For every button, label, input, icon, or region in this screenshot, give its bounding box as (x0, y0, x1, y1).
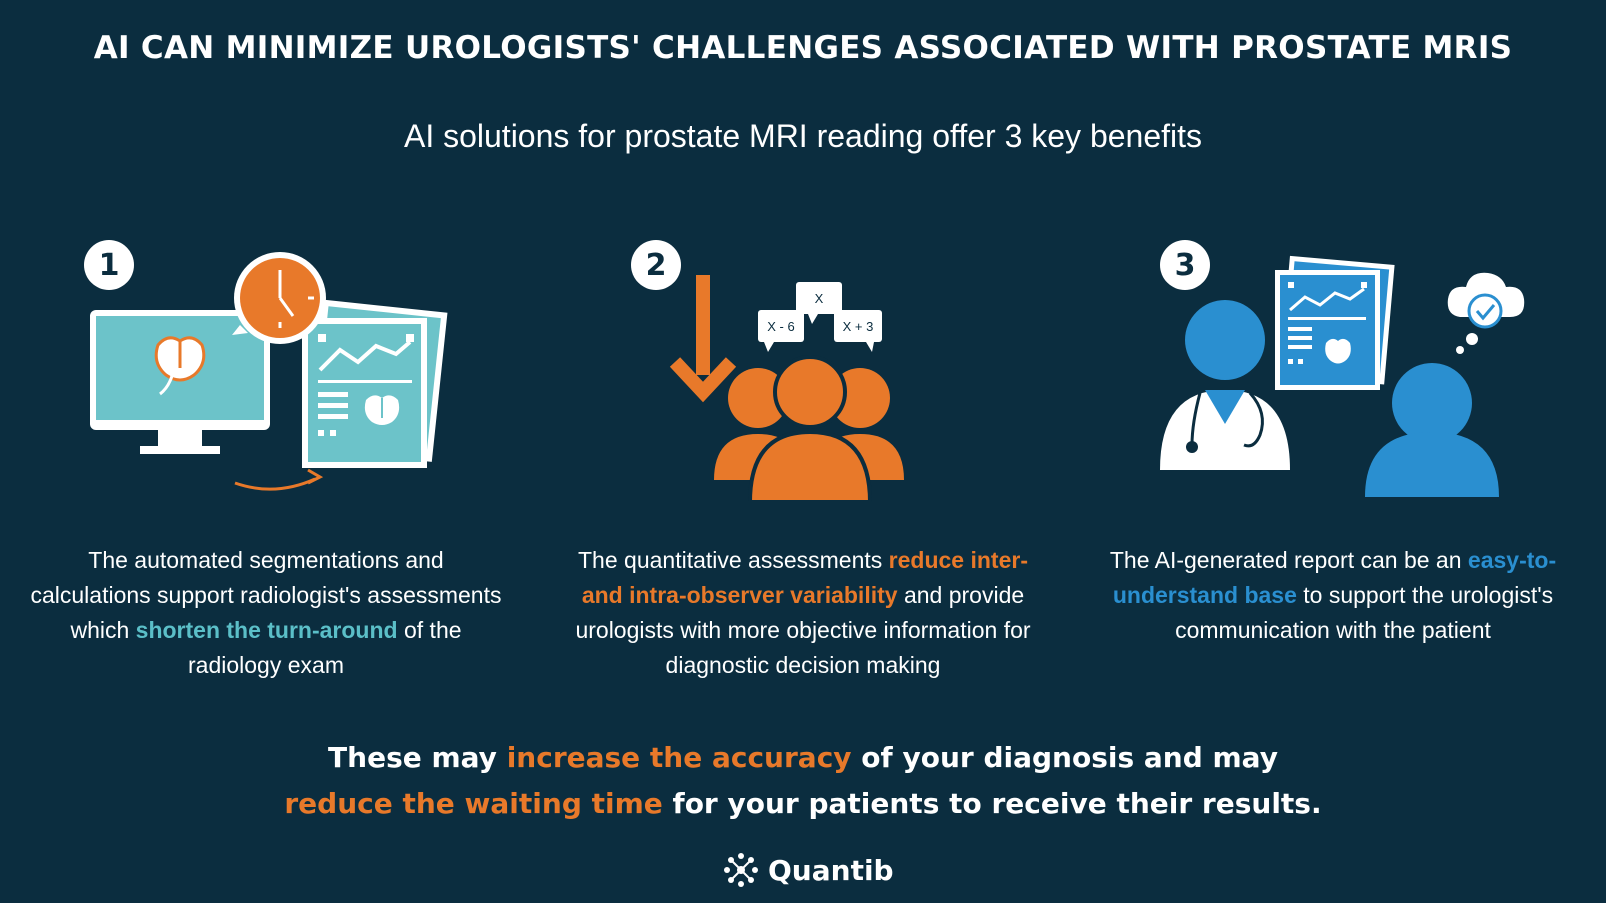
quantib-logo-icon (724, 853, 758, 887)
page-subtitle: AI solutions for prostate MRI reading of… (403, 118, 1203, 154)
benefit-2-highlight: reduce inter- and intra-observer variabi… (581, 547, 1028, 608)
benefit-2-text: The quantitative assessments reduce inte… (575, 547, 1031, 678)
benefit-3-text: The AI-generated report can be an easy-t… (1109, 547, 1557, 643)
benefit-1-text: The automated segmentations and calculat… (30, 547, 502, 678)
bubble-left: X - 6 (767, 319, 794, 334)
bubble-center: X (815, 291, 824, 306)
page-title: AI CAN MINIMIZE UROLOGISTS' CHALLENGES A… (93, 30, 1513, 66)
group-opinions-illustration: X X - 6 X + 3 (669, 275, 904, 504)
conclusion-highlight-accuracy: increase the accuracy (506, 741, 852, 774)
conclusion-highlight-waiting: reduce the waiting time (284, 787, 663, 820)
benefit-1-number: 1 (84, 240, 134, 290)
conclusion-text: These may increase the accuracy of your … (284, 741, 1322, 820)
bubble-right: X + 3 (843, 319, 874, 334)
benefit-1-highlight: shorten the turn-around (135, 617, 398, 643)
doctor-patient-report-illustration (1160, 255, 1525, 497)
monitor-clock-report-illustration (90, 252, 448, 491)
brand-name: Quantib (768, 853, 894, 887)
benefit-2-number: 2 (631, 240, 681, 290)
benefit-3-number: 3 (1160, 240, 1210, 290)
benefit-3-highlight: easy-to-understand base (1112, 547, 1557, 608)
brand-logo: Quantib (722, 850, 894, 890)
